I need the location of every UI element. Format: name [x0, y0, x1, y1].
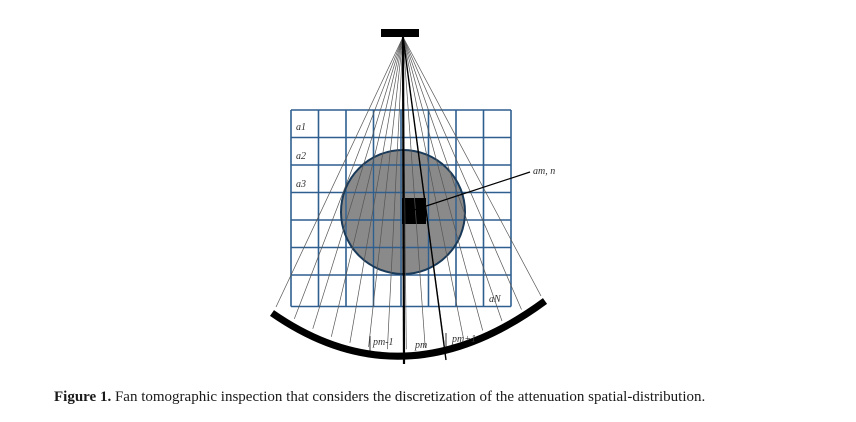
fan-ray — [312, 36, 404, 329]
fan-tomography-figure: a1 a2 a3 am, n aN pm-1 pm pm+1 — [270, 29, 555, 365]
radiation-source — [381, 29, 419, 37]
fan-ray — [402, 36, 464, 339]
fan-ray — [402, 36, 484, 331]
fan-ray — [402, 36, 542, 297]
fan-ray — [387, 36, 404, 350]
label-a1: a1 — [296, 122, 306, 133]
fan-ray — [293, 36, 404, 320]
caption-text: Fan tomographic inspection that consider… — [111, 389, 706, 405]
highlighted-pixel — [402, 198, 426, 224]
fan-ray — [402, 36, 522, 310]
fan-ray — [275, 36, 404, 308]
pixel-pointer-line — [413, 171, 531, 211]
label-pm: pm — [414, 340, 427, 351]
label-aN: aN — [489, 294, 502, 305]
fan-ray — [368, 36, 404, 347]
fan-ray — [402, 36, 503, 322]
label-a2: a2 — [296, 151, 306, 162]
ray-pm — [402, 36, 447, 361]
central-ray — [401, 36, 406, 365]
detector-array — [270, 298, 548, 360]
fan-ray — [349, 36, 404, 343]
figure-caption: Figure 1. Fan tomographic inspection tha… — [54, 389, 705, 406]
label-pm-minus-1: pm-1 — [372, 337, 394, 348]
caption-label: Figure 1. — [54, 389, 112, 405]
fan-ray — [402, 36, 426, 348]
label-pm-plus-1: pm+1 — [451, 334, 476, 345]
label-amn: am, n — [533, 166, 555, 177]
fan-ray — [330, 36, 404, 337]
label-a3: a3 — [296, 179, 306, 190]
